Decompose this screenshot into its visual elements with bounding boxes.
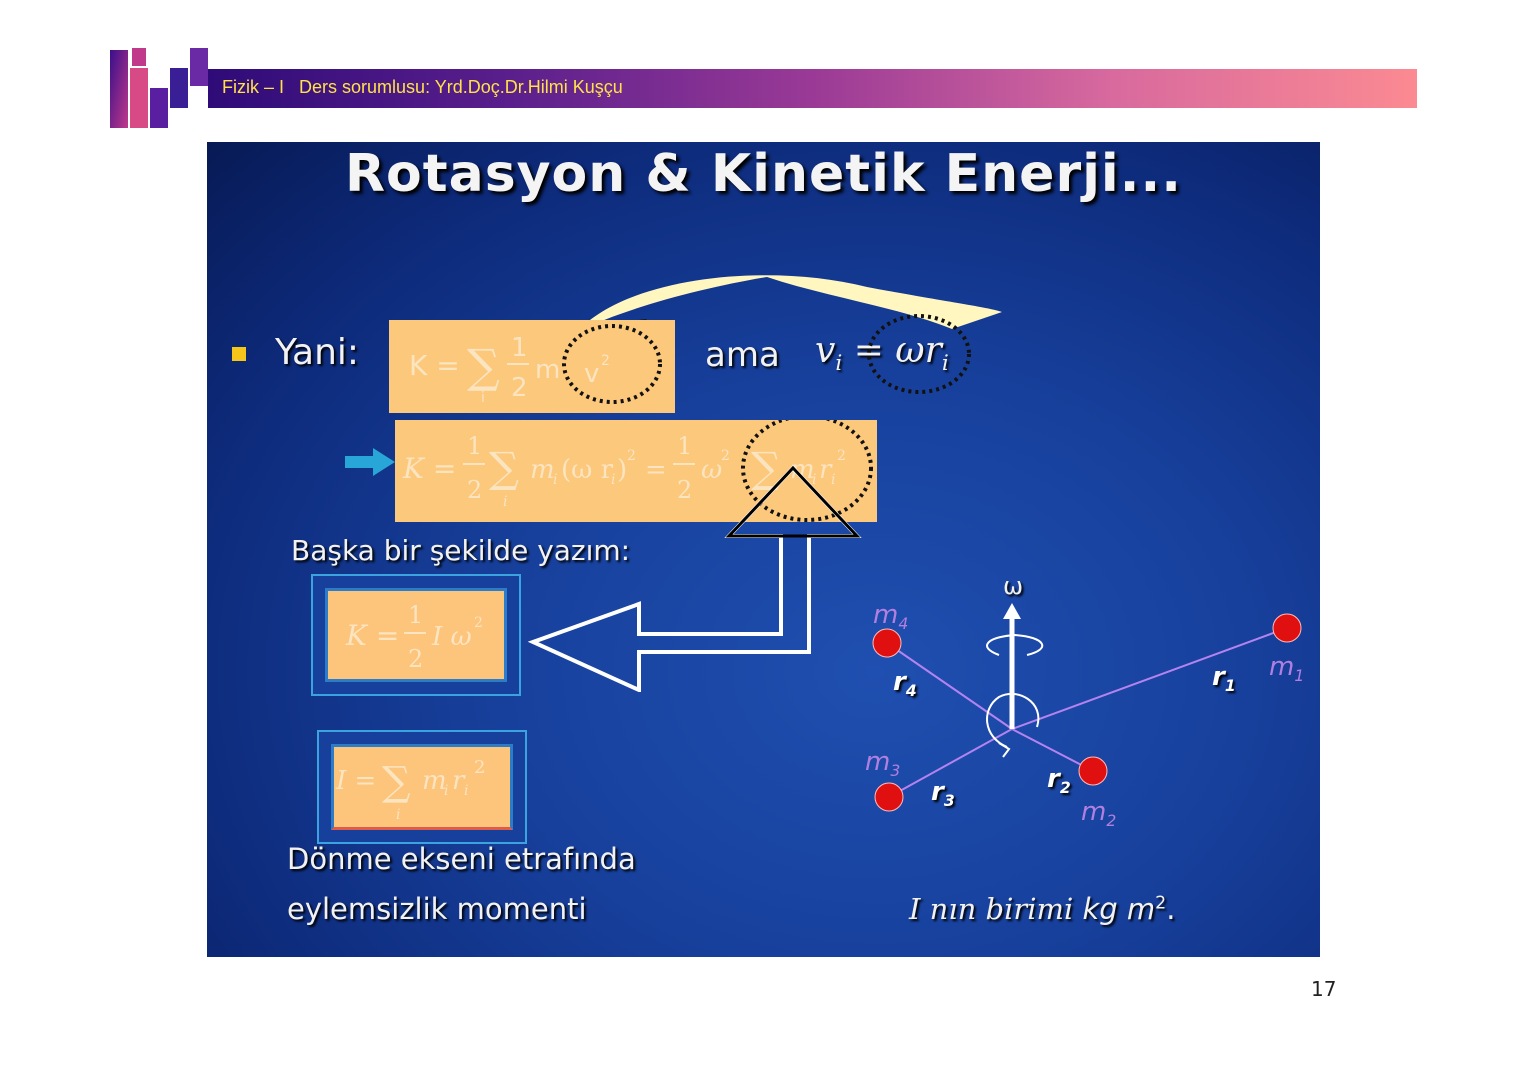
svg-text:=: = <box>645 455 667 485</box>
mass-label-m3: m3 <box>865 747 901 781</box>
rod-r1 <box>1011 627 1288 730</box>
svg-text:∑: ∑ <box>467 339 500 393</box>
svg-text:ω: ω <box>701 455 722 485</box>
velocity-relation: vi = ωri <box>815 330 949 377</box>
mass-label-m4: m4 <box>873 600 909 634</box>
axis-arrow-icon <box>1003 603 1021 619</box>
svg-text:r: r <box>452 766 466 796</box>
svg-text:K =: K = <box>402 452 456 485</box>
formula-frame-rotational: K = 1 2 I ω 2 <box>311 574 521 696</box>
svg-text:i: i <box>503 494 507 510</box>
bullet-icon <box>232 347 246 361</box>
course-name: Fizik – I <box>222 77 285 97</box>
mass-label-m1: m1 <box>1269 652 1305 686</box>
svg-text:K =: K = <box>409 349 460 382</box>
svg-text:1: 1 <box>677 432 692 460</box>
slide-panel: Rotasyon & Kinetik Enerji... Yani: K = ∑… <box>207 142 1320 957</box>
radius-label-r3: r3 <box>931 777 955 811</box>
svg-text:(ω r: (ω r <box>561 455 614 485</box>
svg-text:K =: K = <box>345 619 399 652</box>
svg-text:1: 1 <box>511 333 528 363</box>
instructor-name: Ders sorumlusu: Yrd.Doç.Dr.Hilmi Kuşçu <box>299 77 623 97</box>
rod-r3 <box>888 728 1013 798</box>
alt-writing-label: Başka bir şekilde yazım: <box>291 534 631 567</box>
svg-text:1: 1 <box>408 601 423 629</box>
unit-text: I nın birimi kg m2. <box>909 892 1176 926</box>
inertia-caption-line2: eylemsizlik momenti <box>287 892 587 926</box>
formula-kinetic-omega: K = 1 2 ∑ i m i (ω r i ) 2 = 1 2 ω 2 ∑ m… <box>402 414 873 522</box>
svg-text:i: i <box>812 472 816 488</box>
svg-text:∑: ∑ <box>382 759 411 805</box>
svg-text:m: m <box>530 455 555 485</box>
svg-text:i: i <box>611 472 615 488</box>
svg-text:i: i <box>831 472 835 488</box>
pointer-arrow-icon <box>345 448 395 476</box>
mass-dot-m2 <box>1078 756 1108 786</box>
svg-text:2: 2 <box>721 448 730 464</box>
slide-title: Rotasyon & Kinetik Enerji... <box>345 144 1182 204</box>
svg-text:v: v <box>584 359 599 389</box>
rod-r2 <box>1011 728 1094 772</box>
radius-label-r4: r4 <box>893 667 917 701</box>
svg-text:I ω: I ω <box>431 622 472 652</box>
elbow-arrow-icon <box>527 465 862 692</box>
formula-box-inertia: I = ∑ i m i r i 2 <box>331 744 513 830</box>
page-number: 17 <box>1311 977 1337 1001</box>
formula-box-kinetic: K = ∑ i 1 2 m v 2 <box>389 320 675 413</box>
formula-kinetic-sum: K = ∑ i 1 2 m v 2 <box>409 324 662 406</box>
svg-text:1: 1 <box>467 432 482 460</box>
svg-text:2: 2 <box>511 373 528 403</box>
ama-label: ama <box>705 335 780 375</box>
formula-box-rotational: K = 1 2 I ω 2 <box>325 588 507 682</box>
svg-text:i: i <box>553 472 557 488</box>
mass-label-m2: m2 <box>1081 797 1117 831</box>
formula-rotational-ke: K = 1 2 I ω 2 <box>345 601 483 673</box>
svg-text:r: r <box>819 455 833 485</box>
header-title: Fizik – I Ders sorumlusu: Yrd.Doç.Dr.Hil… <box>222 77 623 98</box>
svg-text:I =: I = <box>335 766 376 796</box>
omega-label: ω <box>1003 572 1024 600</box>
svg-text:∑: ∑ <box>489 443 519 492</box>
svg-text:i: i <box>396 807 400 823</box>
mass-dot-m1 <box>1272 613 1302 643</box>
bullet-label: Yani: <box>275 332 360 373</box>
dotted-circle-icon <box>867 314 971 394</box>
svg-text:m: m <box>422 766 447 796</box>
svg-text:2: 2 <box>837 448 846 464</box>
svg-text:i: i <box>444 783 448 799</box>
svg-text:2: 2 <box>474 757 485 778</box>
header-bar <box>208 69 1417 108</box>
radius-label-r1: r1 <box>1212 662 1236 696</box>
svg-text:2: 2 <box>467 476 482 504</box>
svg-text:2: 2 <box>408 645 423 673</box>
rotation-diagram <box>872 603 1302 812</box>
svg-text:i: i <box>481 390 485 406</box>
inertia-caption-line1: Dönme ekseni etrafında <box>287 842 636 876</box>
logo-icon <box>110 48 208 128</box>
formula-moment-of-inertia: I = ∑ i m i r i 2 <box>335 757 485 823</box>
svg-text:2: 2 <box>677 476 692 504</box>
svg-text:2: 2 <box>627 448 636 464</box>
radius-label-r2: r2 <box>1047 764 1071 798</box>
mass-dot-m4 <box>872 628 902 658</box>
svg-text:2: 2 <box>474 615 483 631</box>
svg-text:): ) <box>617 455 627 485</box>
svg-text:i: i <box>464 783 468 799</box>
mass-dot-m3 <box>874 782 904 812</box>
rod-r4 <box>886 642 1013 730</box>
svg-text:m: m <box>535 355 560 385</box>
svg-text:2: 2 <box>601 353 610 369</box>
rotation-arrow-icon <box>986 633 1044 656</box>
formula-frame-inertia: I = ∑ i m i r i 2 <box>317 730 527 844</box>
